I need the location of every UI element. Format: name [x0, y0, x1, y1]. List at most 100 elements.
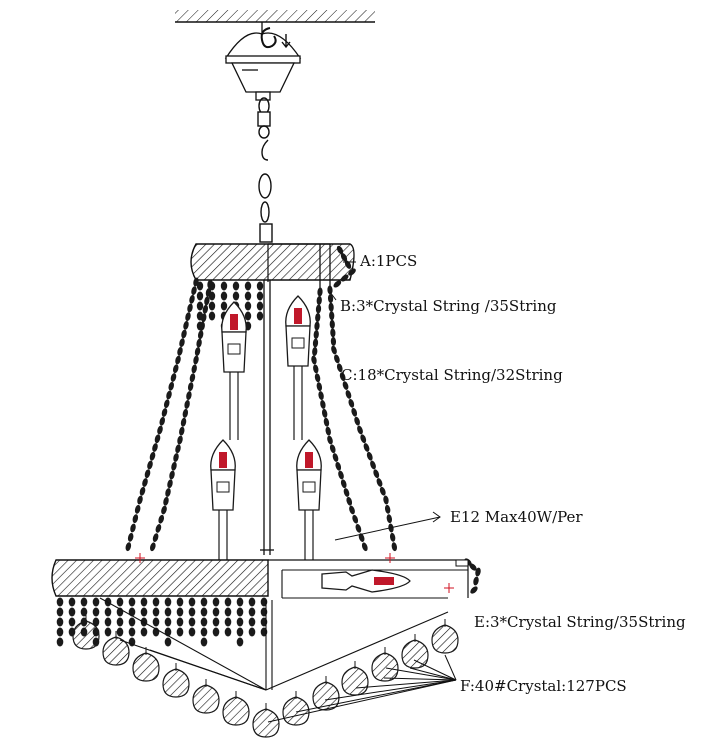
bead: [224, 597, 232, 607]
bead: [200, 607, 208, 617]
swag-bead: [144, 469, 151, 479]
swag-bead: [181, 329, 187, 339]
swag-bead: [391, 542, 398, 552]
swag-bead: [348, 268, 356, 276]
bead: [56, 597, 64, 607]
crystal-ball: [102, 631, 130, 666]
swag-bead: [379, 486, 386, 496]
bead: [244, 301, 252, 311]
swag-bead: [202, 304, 209, 314]
crystal-ball: [252, 703, 280, 738]
swag-bead: [204, 296, 210, 306]
swag-bead: [317, 287, 323, 297]
swag-bead: [161, 505, 167, 515]
bead: [232, 291, 240, 301]
swag-bead: [315, 313, 321, 322]
swag-bead: [182, 408, 189, 418]
swag-bead: [189, 373, 196, 383]
swag-bead: [336, 245, 344, 255]
swag-bead: [321, 408, 328, 418]
swag-bead: [328, 302, 334, 312]
swag-bead: [196, 338, 202, 348]
swag-bead: [312, 347, 318, 356]
bead: [164, 617, 172, 627]
swag-bead: [373, 469, 380, 479]
swag-bead: [313, 330, 319, 339]
bead: [152, 597, 160, 607]
bead: [212, 627, 220, 637]
bead: [208, 311, 216, 321]
swag-bead: [360, 434, 367, 444]
swag-bead: [149, 451, 156, 461]
bead: [176, 617, 184, 627]
swag-bead: [354, 416, 360, 426]
bead: [56, 617, 64, 627]
swag-bead: [327, 294, 334, 304]
swag-bead: [125, 542, 132, 552]
bead: [256, 291, 264, 301]
swag-bead: [168, 381, 175, 391]
swag-bead: [172, 364, 179, 374]
label-b: B:3*Crystal String /35String: [340, 297, 557, 315]
bead: [196, 291, 204, 301]
bead: [224, 607, 232, 617]
bead: [200, 637, 208, 647]
bead: [220, 281, 228, 291]
swag-bead: [175, 444, 181, 454]
bead: [68, 607, 76, 617]
bead: [220, 301, 228, 311]
crystal-ball: [282, 691, 310, 726]
swag-bead: [173, 453, 179, 462]
swag-bead: [386, 514, 393, 524]
swag-bead: [149, 542, 156, 552]
swag-bead: [343, 488, 350, 497]
candle-lamp: [221, 301, 247, 440]
swag-bead: [185, 312, 191, 322]
horizontal-bulb: [321, 569, 411, 593]
bead: [200, 597, 208, 607]
swag-bead: [197, 330, 204, 340]
swag-bead: [177, 346, 183, 356]
swag-bead: [163, 399, 170, 409]
flame-icon: [230, 314, 238, 330]
crystal-ball: [72, 615, 100, 650]
swag-bead: [313, 364, 319, 374]
swag-bead: [340, 274, 349, 282]
swag-bead: [330, 328, 336, 338]
flame-icon: [305, 452, 313, 468]
frame-stems: [260, 244, 331, 555]
bead: [224, 627, 232, 637]
swag-bead: [348, 398, 355, 408]
bead: [56, 637, 64, 647]
bead: [244, 291, 252, 301]
bead: [68, 617, 76, 627]
swag-bead: [127, 532, 134, 542]
swag-bead: [470, 586, 478, 594]
bead: [188, 617, 196, 627]
candle-lamp: [210, 439, 236, 560]
bead: [116, 617, 124, 627]
bead: [244, 311, 252, 321]
label-bulb: E12 Max40W/Per: [450, 508, 583, 526]
bead: [92, 607, 100, 617]
swag-bead: [171, 461, 177, 471]
swag-bead: [338, 470, 344, 480]
bead: [236, 617, 244, 627]
label-f: F:40#Crystal:127PCS: [460, 677, 627, 695]
bead: [196, 301, 204, 311]
swag-bead: [311, 355, 317, 365]
flame-icon: [219, 452, 227, 468]
swag-bead: [152, 443, 158, 452]
swag-bead: [363, 443, 370, 452]
swag-bead: [330, 336, 337, 346]
swag-bead: [344, 260, 352, 269]
bead: [256, 311, 264, 321]
candle-lamps: [210, 295, 411, 593]
crystal-ball: [431, 619, 459, 654]
bead: [140, 607, 148, 617]
swag-bead: [329, 311, 335, 321]
bottom-crystal-ring: [51, 559, 469, 599]
swag-bead: [475, 567, 481, 577]
bead: [256, 301, 264, 311]
